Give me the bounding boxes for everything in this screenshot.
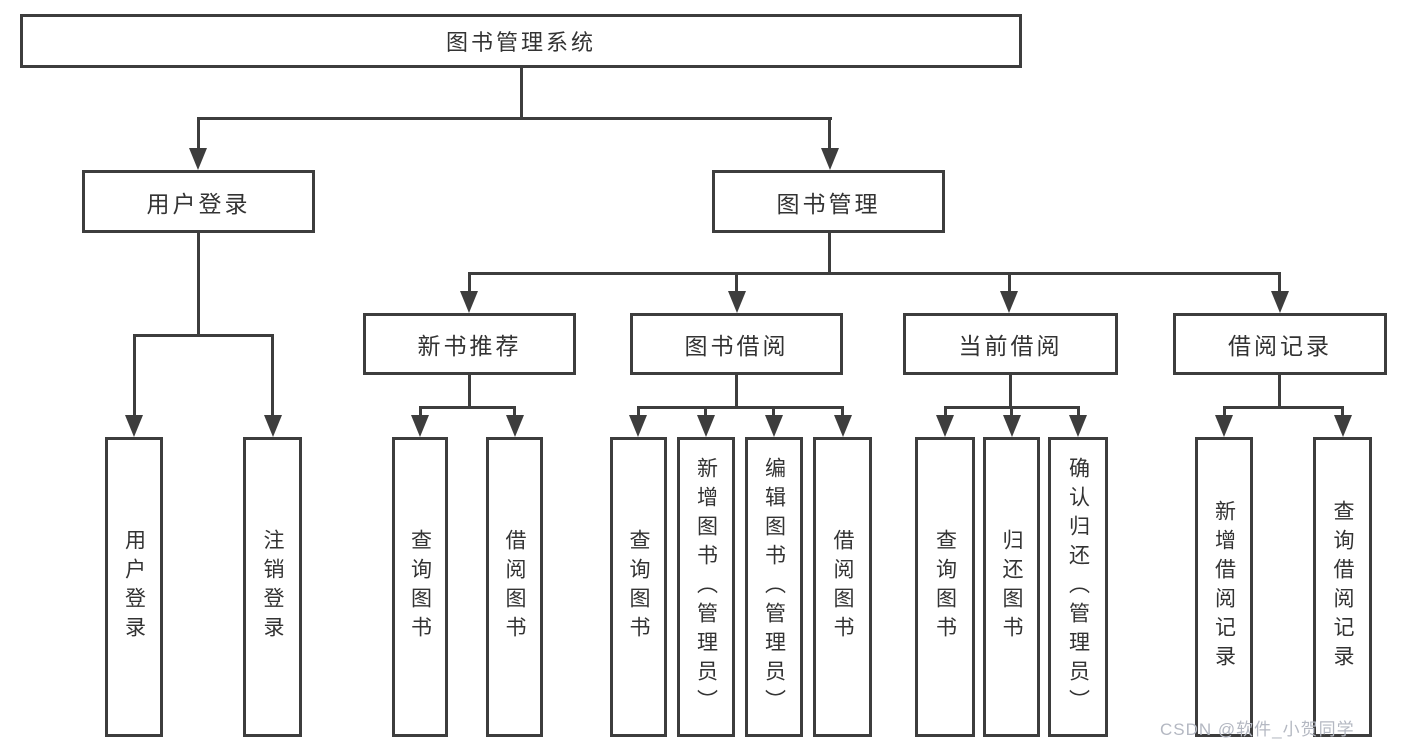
- node-current-borrowing: 当前借阅: [903, 313, 1118, 375]
- arrowhead-bb-borrow: [834, 415, 852, 437]
- connector-root-hline: [197, 117, 832, 120]
- leaf-nb-query-books: 查询图书: [392, 437, 448, 737]
- arrowhead-borrowing: [728, 291, 746, 313]
- leaf-user-login: 用户登录: [105, 437, 163, 737]
- leaf-cb-confirm-return-label: 确认归还（管理员）: [1066, 456, 1090, 718]
- connector-nb-query-shaft: [419, 406, 422, 417]
- arrowhead-br-add: [1215, 415, 1233, 437]
- leaf-br-query-record-label: 查询借阅记录: [1331, 500, 1354, 674]
- connector-current-shaft: [1008, 272, 1011, 293]
- leaf-cb-return-books-label: 归还图书: [1000, 529, 1023, 645]
- connector-br-hline: [1223, 406, 1344, 409]
- node-root-label: 图书管理系统: [445, 30, 596, 55]
- node-new-book-recommend: 新书推荐: [363, 313, 576, 375]
- connector-book-mgmt-shaft: [828, 117, 831, 150]
- leaf-br-add-record-label: 新增借阅记录: [1212, 500, 1236, 674]
- connector-mgmt-hline: [468, 272, 1281, 275]
- connector-cb-query-shaft: [944, 406, 947, 417]
- connector-br-query-shaft: [1341, 406, 1344, 417]
- leaf-bb-add-books-label: 新增图书（管理员）: [694, 456, 718, 718]
- connector-bb-hline: [637, 406, 844, 409]
- node-user-login: 用户登录: [82, 170, 315, 233]
- node-book-borrowing-label: 图书借阅: [684, 333, 789, 359]
- connector-bb-query-shaft: [637, 406, 640, 417]
- node-current-borrowing-label: 当前借阅: [958, 333, 1063, 359]
- arrowhead-current: [1000, 291, 1018, 313]
- arrowhead-br-query: [1334, 415, 1352, 437]
- arrowhead-records: [1271, 291, 1289, 313]
- leaf-cb-return-books: 归还图书: [983, 437, 1040, 737]
- arrowhead-newbook: [460, 291, 478, 313]
- node-root: 图书管理系统: [20, 14, 1022, 68]
- arrowhead-leaf-logout: [264, 415, 282, 437]
- leaf-bb-query-books-label: 查询图书: [627, 529, 650, 645]
- arrowhead-bb-edit: [765, 415, 783, 437]
- connector-br-stub: [1278, 375, 1281, 409]
- leaf-bb-edit-books: 编辑图书（管理员）: [745, 437, 803, 737]
- leaf-cb-query-books: 查询图书: [915, 437, 975, 737]
- leaf-nb-query-books-label: 查询图书: [408, 529, 432, 645]
- leaf-bb-edit-books-label: 编辑图书（管理员）: [762, 456, 786, 718]
- arrowhead-book-mgmt: [821, 148, 839, 170]
- leaf-nb-borrow-books: 借阅图书: [486, 437, 543, 737]
- connector-leaf-login-shaft: [133, 334, 136, 417]
- node-user-login-label: 用户登录: [146, 190, 251, 217]
- arrowhead-nb-borrow: [506, 415, 524, 437]
- leaf-bb-query-books: 查询图书: [610, 437, 667, 737]
- connector-mgmt-stub: [828, 233, 831, 275]
- node-borrowing-records-label: 借阅记录: [1228, 333, 1332, 359]
- leaf-logout-label: 注销登录: [261, 529, 284, 645]
- connector-br-add-shaft: [1223, 406, 1226, 417]
- connector-newbook-shaft: [468, 272, 471, 293]
- connector-nb-borrow-shaft: [513, 406, 516, 417]
- connector-bb-borrow-shaft: [841, 406, 844, 417]
- connector-records-shaft: [1278, 272, 1281, 293]
- connector-user-login-shaft: [197, 117, 200, 150]
- connector-borrowing-shaft: [735, 272, 738, 293]
- leaf-bb-add-books: 新增图书（管理员）: [677, 437, 735, 737]
- connector-leaf-logout-shaft: [271, 334, 274, 417]
- leaf-br-add-record: 新增借阅记录: [1195, 437, 1253, 737]
- leaf-user-login-label: 用户登录: [122, 529, 146, 645]
- arrowhead-bb-add: [697, 415, 715, 437]
- arrowhead-cb-confirm: [1069, 415, 1087, 437]
- arrowhead-cb-query: [936, 415, 954, 437]
- csdn-watermark: CSDN @软件_小贺同学: [1160, 720, 1355, 739]
- leaf-logout: 注销登录: [243, 437, 302, 737]
- leaf-cb-query-books-label: 查询图书: [933, 529, 957, 645]
- leaf-nb-borrow-books-label: 借阅图书: [503, 529, 526, 645]
- arrowhead-cb-return: [1003, 415, 1021, 437]
- node-book-borrowing: 图书借阅: [630, 313, 843, 375]
- arrowhead-leaf-login: [125, 415, 143, 437]
- connector-root-stub: [520, 68, 523, 120]
- connector-nb-stub: [468, 375, 471, 409]
- connector-bb-add-shaft: [704, 406, 707, 417]
- leaf-cb-confirm-return: 确认归还（管理员）: [1048, 437, 1108, 737]
- connector-cb-stub: [1009, 375, 1012, 409]
- arrowhead-bb-query: [629, 415, 647, 437]
- connector-cb-return-shaft: [1010, 406, 1013, 417]
- connector-bb-edit-shaft: [772, 406, 775, 417]
- connector-login-hline: [133, 334, 274, 337]
- connector-bb-stub: [735, 375, 738, 409]
- node-borrowing-records: 借阅记录: [1173, 313, 1387, 375]
- connector-login-stub: [197, 233, 200, 337]
- arrowhead-user-login: [189, 148, 207, 170]
- arrowhead-nb-query: [411, 415, 429, 437]
- leaf-bb-borrow-books-label: 借阅图书: [831, 529, 854, 645]
- leaf-br-query-record: 查询借阅记录: [1313, 437, 1372, 737]
- connector-cb-confirm-shaft: [1077, 406, 1080, 417]
- node-book-management: 图书管理: [712, 170, 945, 233]
- connector-nb-hline: [419, 406, 516, 409]
- node-new-book-recommend-label: 新书推荐: [417, 333, 522, 359]
- leaf-bb-borrow-books: 借阅图书: [813, 437, 872, 737]
- node-book-management-label: 图书管理: [776, 190, 881, 217]
